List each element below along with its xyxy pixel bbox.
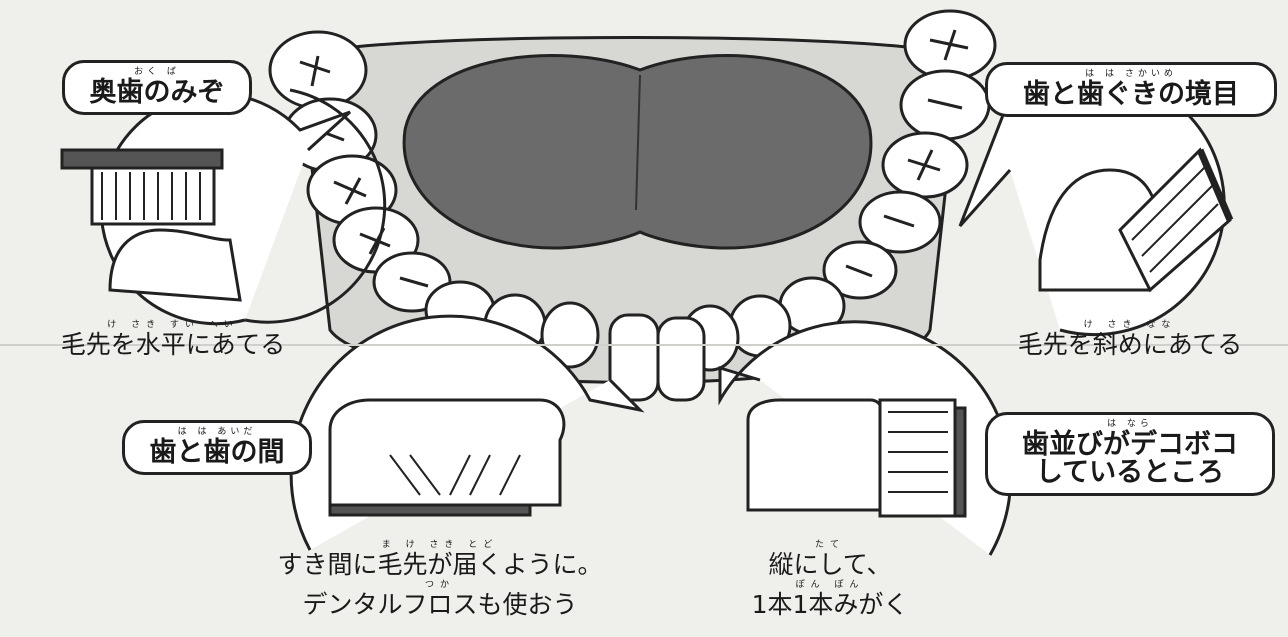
narabi-title-line2: しているところ — [1036, 457, 1224, 488]
tate-caption-line1: 縦にして、 — [768, 550, 891, 579]
aida-title: 歯と歯の間 — [150, 437, 285, 468]
narabi-label: は なら 歯並びがデコボコ しているところ — [985, 412, 1275, 496]
front-incisors — [610, 315, 704, 400]
sakaime-label: は は さかいめ 歯と歯ぐきの境目 — [985, 62, 1277, 117]
naname-text: 毛先を斜めにあてる — [1018, 330, 1243, 359]
okuba-label: おく ば 奥歯のみぞ — [62, 60, 252, 115]
suihei-caption: け さき すい へい 毛先を水平にあてる — [28, 320, 318, 360]
tate-caption: たて 縦にして、 ぽん ぽん 1本1本みがく — [700, 540, 960, 620]
tate-teeth-brush — [748, 400, 965, 516]
sakaime-title: 歯と歯ぐきの境目 — [1023, 79, 1239, 110]
aida-label: は は あいだ 歯と歯の間 — [122, 420, 312, 475]
aida-teeth-brush — [330, 400, 564, 515]
okuba-tooth-brush — [62, 150, 240, 300]
suihei-text: 毛先を水平にあてる — [61, 330, 286, 359]
naname-caption: け さき なな 毛先を斜めにあてる — [985, 320, 1275, 360]
aida-caption-line2: デンタルフロスも使おう — [302, 590, 577, 619]
okuba-title: 奥歯のみぞ — [90, 77, 225, 108]
tate-caption-line2: 1本1本みがく — [752, 590, 909, 619]
narabi-title-line1: 歯並びがデコボコ — [1022, 429, 1238, 460]
aida-caption-line1: すき間に毛先が届くように。 — [277, 550, 602, 579]
aida-caption: ま け さき とど すき間に毛先が届くように。 つか デンタルフロスも使おう — [230, 540, 650, 620]
